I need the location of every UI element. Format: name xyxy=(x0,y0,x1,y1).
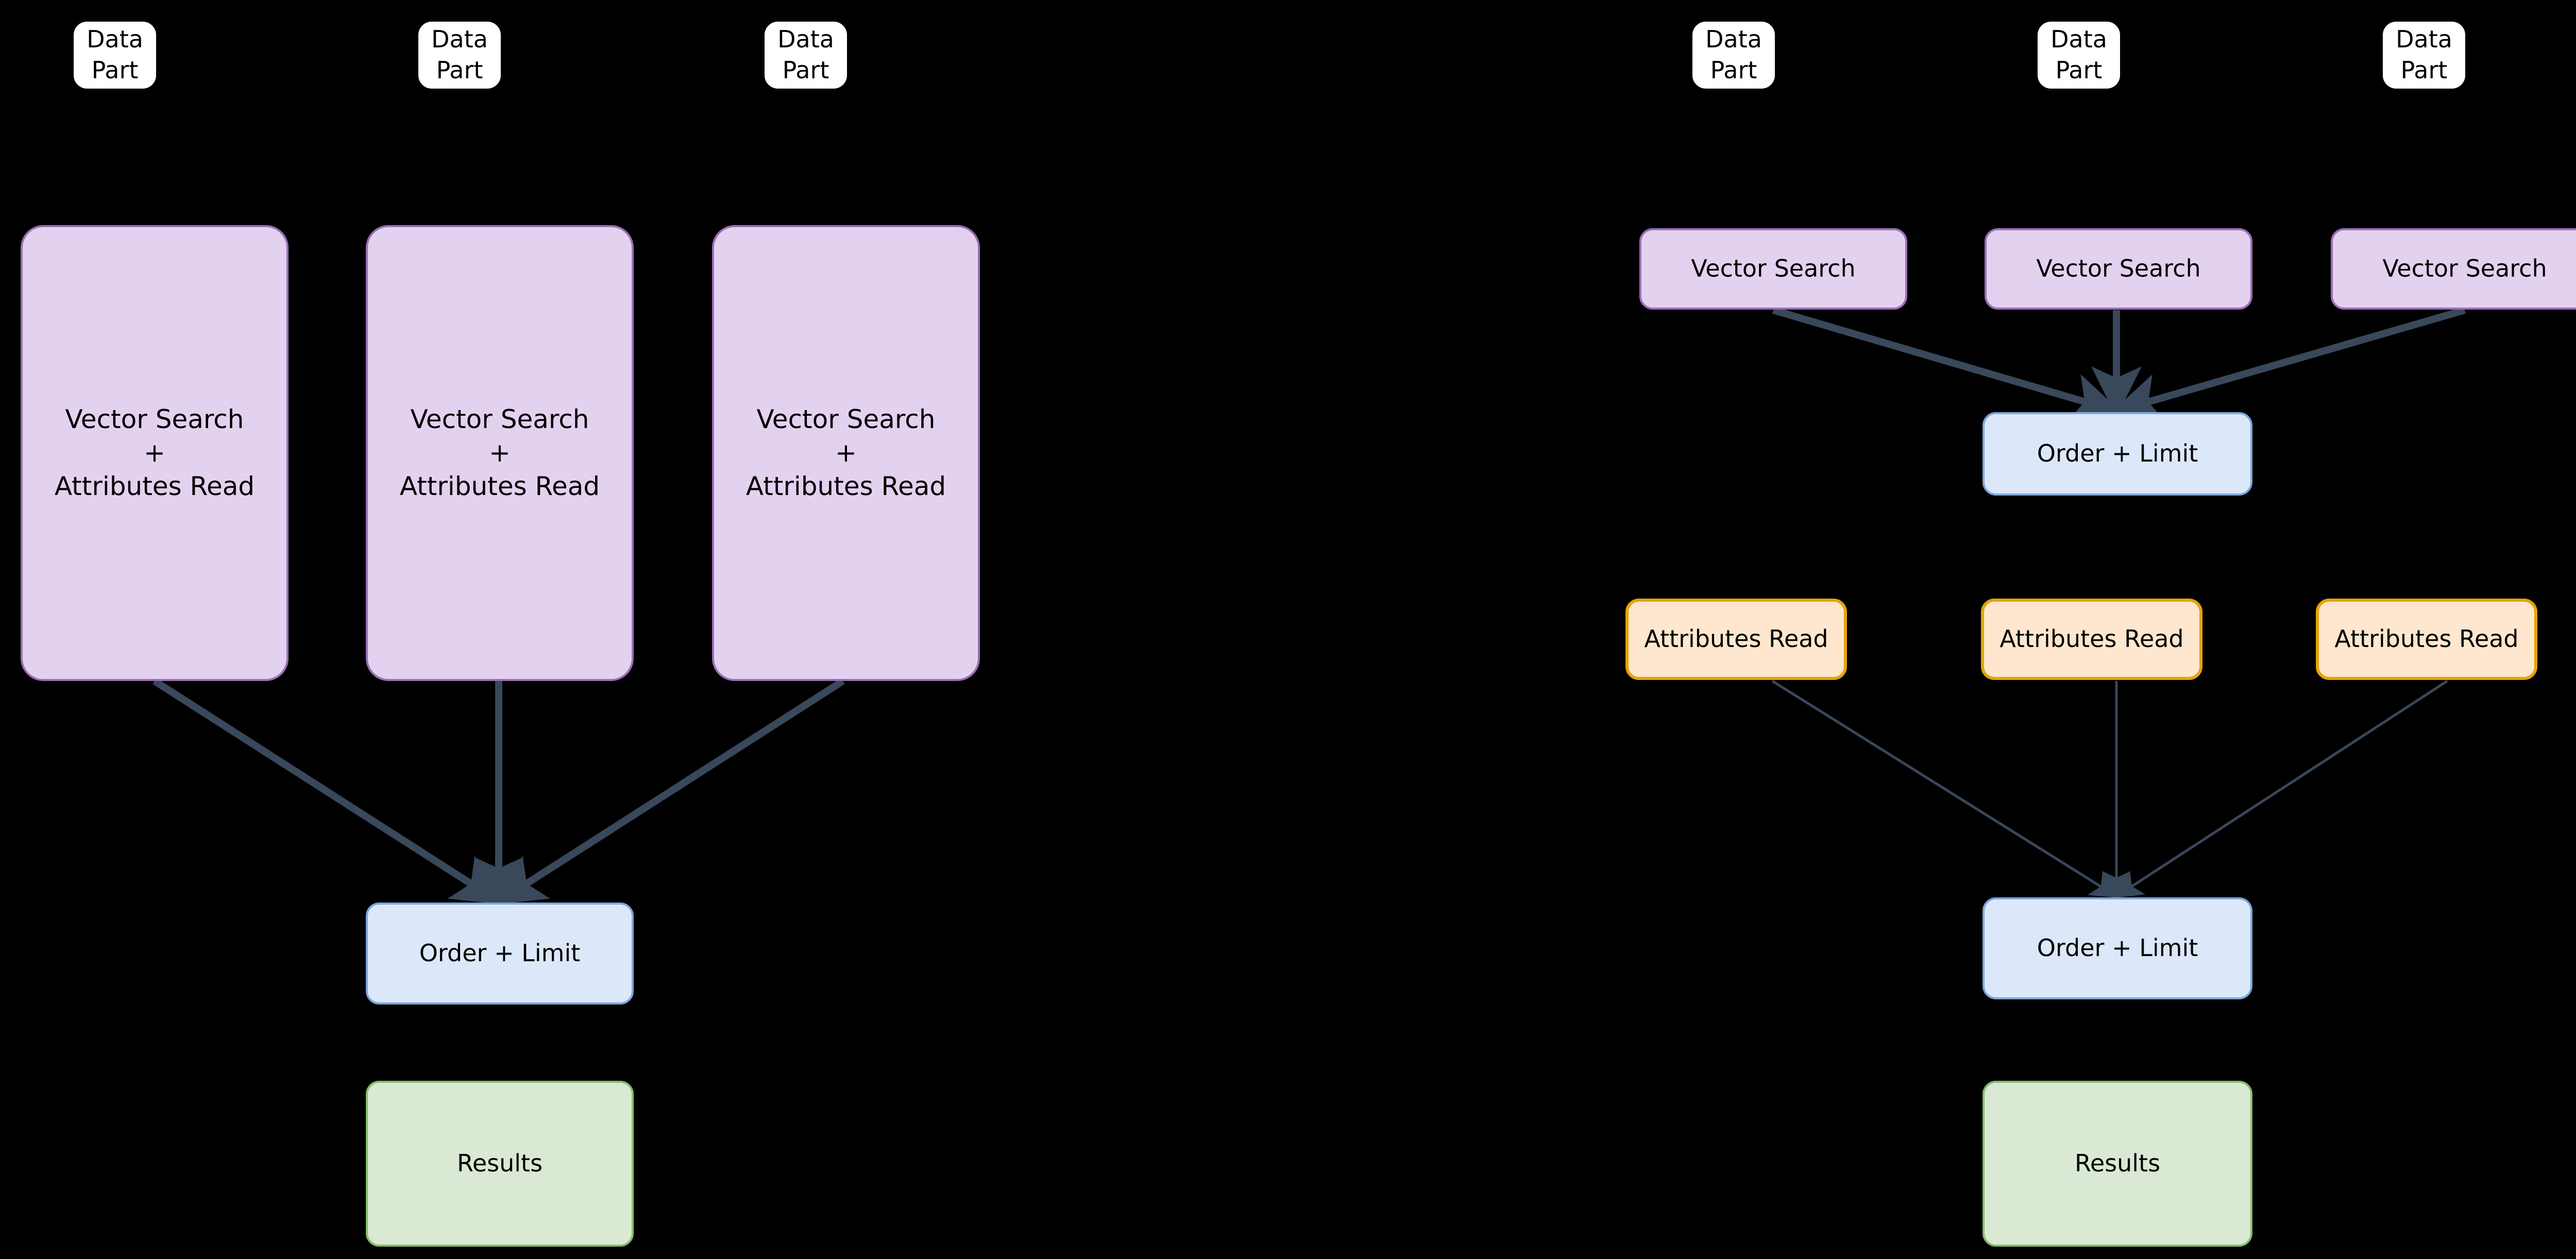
node-label: Order + Limit xyxy=(2037,439,2198,468)
node-r-ar-2-attributesread[interactable]: Attributes Read xyxy=(1981,599,2202,680)
node-r-vs-2-vectorsearch-small[interactable]: Vector Search xyxy=(1985,228,2252,310)
node-l-vs-1-vectorsearch[interactable]: Vector Search + Attributes Read xyxy=(21,225,289,681)
node-label: Vector Search xyxy=(2036,254,2201,283)
node-label: Vector Search + Attributes Read xyxy=(399,404,600,501)
node-r-ar-3-attributesread[interactable]: Attributes Read xyxy=(2316,599,2537,680)
node-label: Attributes Read xyxy=(2334,625,2519,653)
edge-l-vs-3-to-l-ol-1 xyxy=(494,678,845,905)
node-label: Vector Search xyxy=(1691,254,1856,283)
node-r-dp-1-datapart[interactable]: Data Part xyxy=(1692,22,1775,89)
node-label: Order + Limit xyxy=(419,939,581,967)
edge-r-ar-1-to-r-ol-2 xyxy=(1771,679,2120,898)
node-label: Data Part xyxy=(87,25,143,84)
node-r-vs-1-vectorsearch-small[interactable]: Vector Search xyxy=(1639,228,1907,310)
node-r-ol-1-orderlimit[interactable]: Order + Limit xyxy=(1982,412,2252,496)
node-label: Order + Limit xyxy=(2037,934,2198,962)
node-label: Attributes Read xyxy=(1644,625,1828,653)
node-r-dp-2-datapart[interactable]: Data Part xyxy=(2038,22,2120,89)
node-l-dp-1-datapart[interactable]: Data Part xyxy=(74,22,156,89)
node-label: Data Part xyxy=(2396,25,2452,84)
node-l-rs-1-results[interactable]: Results xyxy=(366,1081,634,1247)
node-r-ol-2-orderlimit[interactable]: Order + Limit xyxy=(1982,897,2252,999)
node-label: Results xyxy=(2074,1149,2161,1178)
node-label: Data Part xyxy=(431,25,488,84)
edge-r-vs-3-to-r-ol-1 xyxy=(2111,307,2466,423)
node-l-vs-3-vectorsearch[interactable]: Vector Search + Attributes Read xyxy=(712,225,980,681)
node-label: Attributes Read xyxy=(1999,625,2184,653)
node-label: Vector Search + Attributes Read xyxy=(54,404,255,501)
node-label: Data Part xyxy=(777,25,834,84)
node-label: Data Part xyxy=(2050,25,2107,84)
node-label: Data Part xyxy=(1705,25,1762,84)
node-l-dp-2-datapart[interactable]: Data Part xyxy=(418,22,501,89)
node-l-ol-1-orderlimit[interactable]: Order + Limit xyxy=(366,903,634,1005)
node-l-vs-2-vectorsearch[interactable]: Vector Search + Attributes Read xyxy=(366,225,634,681)
node-label: Vector Search + Attributes Read xyxy=(745,404,946,501)
node-r-vs-3-vectorsearch-small[interactable]: Vector Search xyxy=(2331,228,2576,310)
node-l-dp-3-datapart[interactable]: Data Part xyxy=(765,22,847,89)
edge-r-vs-1-to-r-ol-1 xyxy=(1772,307,2122,423)
node-r-ar-1-attributesread[interactable]: Attributes Read xyxy=(1625,599,1847,680)
node-r-rs-1-results[interactable]: Results xyxy=(1982,1081,2252,1247)
edge-l-vs-1-to-l-ol-1 xyxy=(152,678,504,905)
edge-r-ar-3-to-r-ol-2 xyxy=(2113,679,2448,898)
node-label: Vector Search xyxy=(2382,254,2547,283)
node-r-dp-3-datapart[interactable]: Data Part xyxy=(2383,22,2465,89)
node-label: Results xyxy=(456,1149,543,1178)
